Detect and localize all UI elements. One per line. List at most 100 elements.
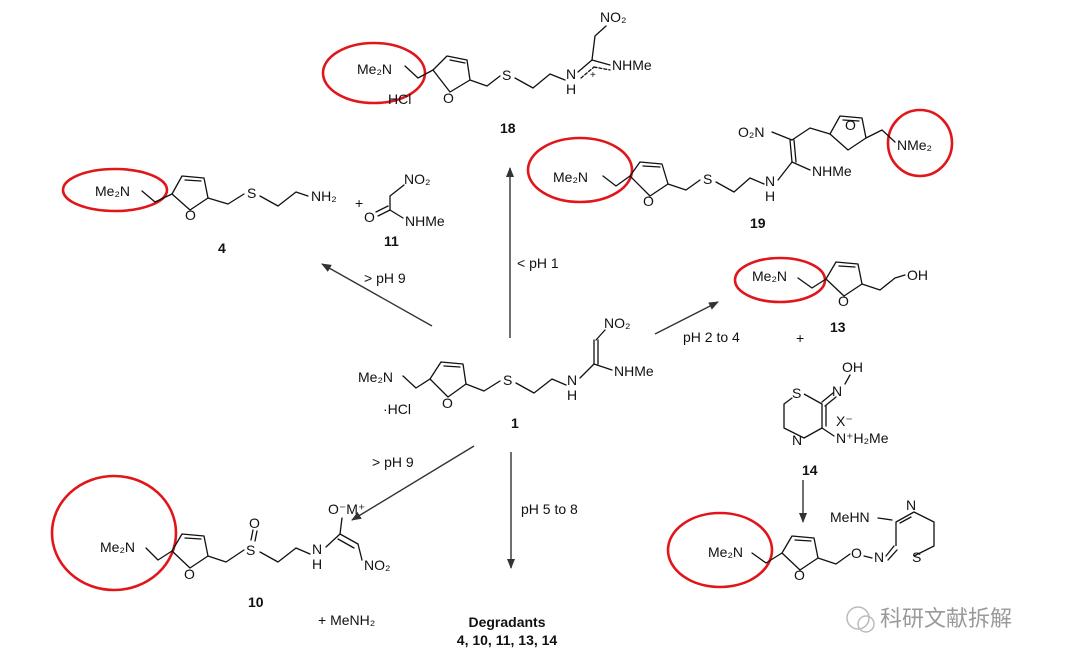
c18-furan-o: O [443, 90, 454, 106]
compound-13: Me₂N O OH 13 + [733, 256, 928, 346]
c10-number: 10 [248, 594, 264, 610]
condition-down: pH 5 to 8 [521, 501, 578, 517]
highlight-circle-19-left [526, 136, 634, 204]
c18-s: S [502, 67, 511, 83]
product-n-ring: N [906, 497, 916, 513]
c1-nhme: NHMe [614, 363, 654, 379]
c18-hcl-label: HCl [388, 91, 411, 107]
c10-n: N [312, 541, 322, 557]
c4-s: S [247, 185, 256, 201]
product-nme2: Me₂N [708, 544, 743, 560]
watermark: 科研文献拆解 [846, 606, 1012, 633]
c10-h: H [312, 556, 322, 572]
watermark-logo-icon [846, 606, 870, 630]
c14-n-ring: N [792, 432, 802, 448]
c4-furan-ring [171, 175, 209, 211]
c14-oh: OH [842, 359, 863, 375]
highlight-circle-product [666, 511, 774, 589]
c19-furan-o-right: O [845, 117, 856, 133]
product-compound: Me₂N O O N MeHN N S [666, 497, 935, 589]
c10-o-sulfoxide: O [249, 515, 260, 531]
c1-hcl: ·HCl [383, 401, 411, 417]
degradants-label: Degradants 4, 10, 11, 13, 14 [457, 614, 558, 648]
c1-number: 1 [511, 415, 519, 431]
c14-thiazine-ring [783, 393, 823, 439]
c1-h: H [567, 387, 577, 403]
compound-14: OH N S N X⁻ N⁺H₂Me 14 [783, 359, 889, 478]
c19-furan-right [829, 115, 867, 151]
c14-nh: N⁺H₂Me [836, 430, 889, 446]
c1-no2: NO₂ [604, 315, 630, 331]
c19-nme2-right: NMe₂ [897, 137, 932, 153]
c13-nme2: Me₂N [752, 268, 787, 284]
c13-number: 13 [830, 319, 846, 335]
c11-o: O [364, 209, 375, 225]
degradants-list: 4, 10, 11, 13, 14 [457, 632, 558, 648]
c10-furan-ring [171, 533, 209, 569]
product-furan-o: O [794, 567, 805, 583]
c19-furan-o-left: O [643, 193, 654, 209]
c11-no2: NO₂ [404, 171, 430, 187]
c1-furan-ring [429, 361, 467, 398]
c11-plus: + [355, 195, 363, 211]
highlight-circle-18 [321, 41, 427, 105]
c10-no2: NO₂ [364, 557, 390, 573]
c19-furan-left [629, 161, 669, 197]
c19-no2: O₂N [738, 124, 764, 140]
c10-meNH2: + MeNH₂ [318, 612, 375, 628]
c4-nh2: NH₂ [311, 188, 337, 204]
c18-no2: NO₂ [600, 9, 626, 25]
highlight-circle-10 [50, 474, 178, 592]
product-furan-ring [781, 535, 819, 571]
arrow-lower-left [351, 445, 475, 521]
compound-1: Me₂N ·HCl O S N H NHMe NO₂ 1 [358, 315, 654, 431]
c18-nhme: NHMe [612, 57, 652, 73]
c18-plus: + [590, 70, 596, 81]
c13-furan-ring [825, 261, 863, 297]
condition-up: < pH 1 [517, 255, 559, 271]
compound-11: + NO₂ O NHMe 11 [355, 171, 445, 249]
product-o-link: O [851, 545, 862, 561]
c18-furan-ring [432, 55, 471, 93]
product-thiazine-ring [895, 511, 935, 557]
c4-furan-o: O [185, 207, 196, 223]
condition-upper-left: > pH 9 [364, 270, 406, 286]
degradants-title: Degradants [468, 614, 545, 630]
arrow-upper-left [321, 263, 433, 327]
c19-nme2-left: Me₂N [553, 169, 588, 185]
c19-h: H [765, 188, 775, 204]
c1-furan-o: O [442, 395, 453, 411]
c14-n-oxime: N [832, 383, 842, 399]
c10-furan-o: O [184, 566, 195, 582]
c14-x: X⁻ [836, 413, 853, 429]
compound-4: Me₂N O S NH₂ 4 [61, 167, 337, 256]
c14-s: S [792, 385, 801, 401]
product-mehn: MeHN [830, 509, 870, 525]
c18-n: N [566, 66, 576, 82]
c19-number: 19 [750, 215, 766, 231]
reaction-arrows: < pH 1 > pH 9 pH 2 to 4 > pH 9 pH 5 to 8 [321, 167, 807, 569]
product-n-oxime: N [874, 549, 884, 565]
c13-plus: + [796, 330, 804, 346]
c1-n: N [567, 372, 577, 388]
condition-right: pH 2 to 4 [683, 329, 740, 345]
product-s-ring: S [912, 549, 921, 565]
c10-s: S [246, 542, 255, 558]
c18-nme2-label: Me₂N [357, 61, 392, 77]
arrow-right [654, 301, 719, 335]
c13-furan-o: O [838, 293, 849, 309]
c4-number: 4 [218, 240, 226, 256]
compound-18: Me₂N HCl O S N H + NHMe NO₂ 18 [321, 9, 652, 136]
compound-10: Me₂N O S O N H O⁻M⁺ NO₂ 10 + MeNH₂ [50, 474, 390, 628]
highlight-circle-19-right [886, 108, 954, 178]
c19-n: N [765, 173, 775, 189]
c13-oh: OH [907, 267, 928, 283]
c11-number: 11 [384, 233, 399, 249]
watermark-text: 科研文献拆解 [880, 606, 1012, 631]
c19-nhme: NHMe [812, 163, 852, 179]
c10-nme2: Me₂N [100, 539, 135, 555]
c18-number: 18 [500, 120, 516, 136]
highlight-circle-4 [61, 167, 169, 213]
condition-lower-left: > pH 9 [372, 454, 414, 470]
